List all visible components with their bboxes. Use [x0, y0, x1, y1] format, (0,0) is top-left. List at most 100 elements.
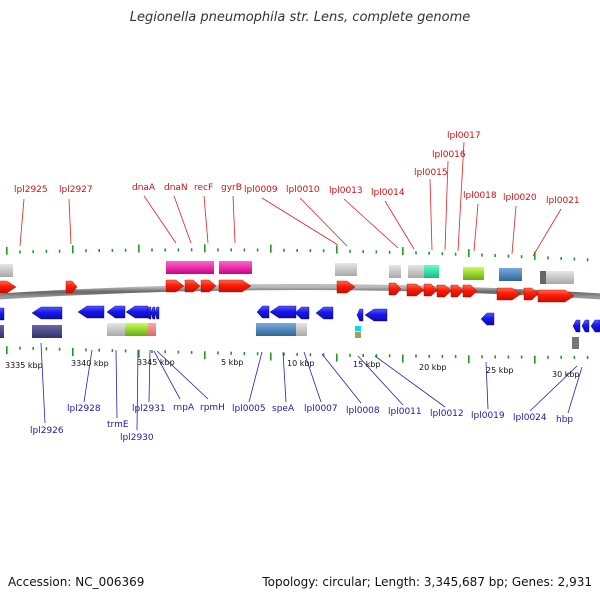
forward-feature-box: [219, 261, 252, 274]
forward-leader-line: [203, 195, 209, 244]
bottom-tick: [494, 355, 496, 359]
reverse-gene-labels: lpl2926 lpl2928 trmE lpl2930 lpl2931 rnp…: [30, 403, 573, 443]
reverse-cds-arrow: [294, 306, 310, 320]
gene-label-speA: speA: [272, 404, 295, 414]
gene-label-lpl2927: lpl2927: [59, 185, 93, 195]
forward-feature-box: [0, 264, 13, 277]
forward-feature-box: [424, 265, 439, 278]
forward-feature-box: [166, 261, 214, 274]
top-tick: [85, 249, 87, 253]
reverse-leader-line: [374, 355, 446, 408]
reverse-cds-arrow: [146, 306, 152, 320]
top-tick: [138, 244, 140, 253]
reverse-cds-arrow: [31, 306, 63, 320]
reverse-cds-arrow: [581, 319, 590, 333]
forward-leader-line: [173, 195, 192, 244]
forward-leader-line: [261, 197, 339, 246]
bottom-tick: [204, 351, 206, 360]
bottom-tick: [534, 355, 536, 364]
reverse-feature-box: [148, 323, 156, 336]
reverse-feature-box: [0, 325, 4, 338]
bottom-tick: [98, 348, 100, 352]
bottom-tick: [520, 355, 523, 359]
top-tick: [6, 246, 8, 255]
top-tick: [98, 249, 100, 252]
bottom-tick: [454, 355, 457, 358]
bottom-tick: [124, 349, 127, 353]
top-tick: [309, 249, 312, 253]
reverse-leader-line: [282, 351, 287, 403]
reverse-cds-arrow: [590, 319, 600, 333]
reverse-feature-box: [355, 332, 361, 338]
ruler-label-25: 25 kbp: [486, 366, 514, 375]
forward-cds-arrow: [523, 287, 539, 301]
top-tick: [296, 249, 298, 252]
bottom-tick: [72, 348, 74, 356]
gene-label-dnaA: dnaA: [132, 183, 156, 193]
bottom-tick: [428, 354, 430, 358]
bottom-tick: [402, 354, 404, 363]
forward-cds-arrow: [200, 279, 217, 293]
ruler-label-3340: 3340 kbp: [71, 359, 109, 368]
forward-cds-arrow: [537, 289, 575, 303]
top-tick: [243, 248, 246, 252]
forward-leader-line: [19, 198, 25, 247]
reverse-leader-line: [153, 350, 181, 400]
top-tick: [151, 248, 153, 252]
forward-feature-box: [540, 271, 546, 284]
forward-cds-arrow: [336, 280, 356, 294]
top-tick: [32, 250, 34, 254]
reverse-cds-arrow: [364, 308, 388, 322]
bottom-tick: [481, 355, 483, 359]
top-tick: [58, 249, 61, 253]
top-tick: [454, 252, 457, 256]
top-tick: [494, 254, 496, 258]
bottom-tick: [138, 349, 140, 358]
forward-leader-line: [384, 200, 415, 250]
bottom-tick: [441, 354, 444, 358]
top-tick: [560, 257, 562, 260]
bottom-tick: [217, 351, 219, 355]
top-tick: [322, 249, 325, 253]
top-tick: [111, 248, 114, 252]
gene-label-lpl2930: lpl2930: [120, 433, 154, 443]
reverse-cds-arrow: [356, 308, 364, 322]
bottom-tick: [19, 346, 21, 350]
bottom-tick: [349, 353, 351, 357]
bottom-tick: [164, 350, 166, 354]
top-tick: [388, 250, 391, 254]
bottom-tick: [309, 353, 312, 357]
gene-label-gyrB: gyrB: [221, 183, 242, 193]
gene-label-rpmH: rpmH: [200, 403, 225, 413]
gene-label-lpl0017: lpl0017: [447, 131, 481, 141]
bottom-tick: [415, 354, 417, 358]
forward-leader-line: [143, 195, 177, 244]
top-tick: [520, 255, 523, 259]
reverse-cds-arrow: [77, 305, 105, 319]
top-tick: [124, 248, 127, 252]
top-tick: [72, 245, 74, 254]
forward-gene-labels: lpl2925 lpl2927 dnaA dnaN recF gyrB lpl0…: [14, 131, 580, 206]
reverse-leader-line: [40, 342, 46, 424]
top-tick: [547, 256, 549, 260]
gene-label-recF: recF: [194, 183, 213, 193]
top-tick: [415, 251, 417, 255]
top-tick: [586, 258, 589, 262]
genome-summary: Topology: circular; Length: 3,345,687 bp…: [262, 575, 592, 589]
reverse-feature-box: [125, 323, 148, 336]
bottom-tick: [283, 352, 285, 356]
forward-feature-box: [335, 263, 357, 276]
bottom-tick: [336, 353, 338, 362]
gene-label-lpl0013: lpl0013: [329, 186, 363, 196]
forward-cds-arrow: [388, 282, 402, 296]
reverse-feature-box: [32, 325, 62, 338]
gene-label-lpl0012: lpl0012: [430, 409, 464, 419]
gene-label-lpl2926: lpl2926: [30, 426, 64, 436]
reverse-cds-arrow: [480, 312, 495, 326]
gene-label-lpl2925: lpl2925: [14, 185, 48, 195]
top-tick: [375, 250, 378, 254]
gene-label-lpl0020: lpl0020: [503, 193, 537, 203]
reverse-cds-arrow: [315, 306, 334, 320]
forward-leader-line: [343, 198, 399, 249]
gene-label-lpl0008: lpl0008: [346, 406, 380, 416]
